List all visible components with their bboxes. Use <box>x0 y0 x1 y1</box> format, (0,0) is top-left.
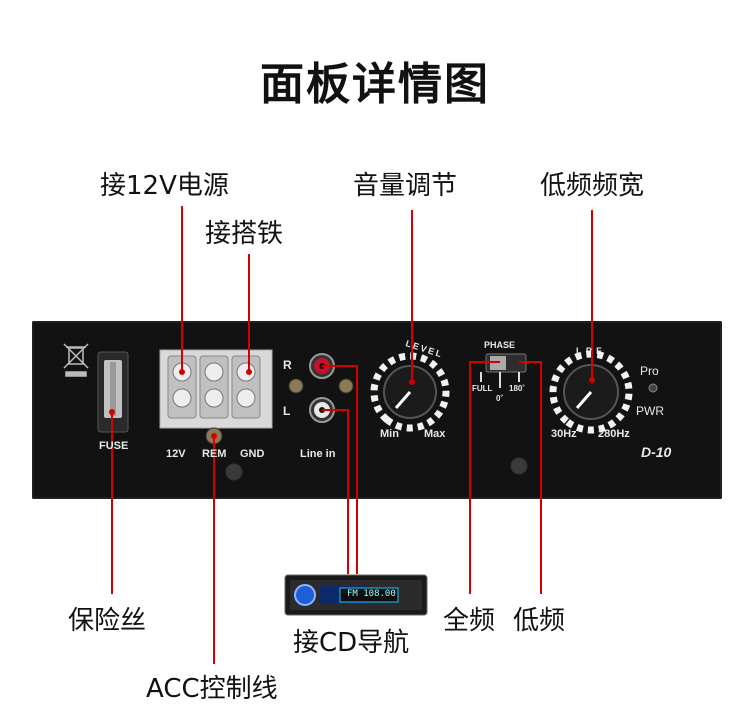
12v-label: 12V <box>166 448 186 460</box>
fuse-holder <box>97 351 129 433</box>
fuse-label: FUSE <box>99 440 129 452</box>
callout-volume: 音量调节 <box>353 171 458 201</box>
callout-cd-nav: 接CD导航 <box>293 628 410 658</box>
page-title: 面板详情图 <box>260 59 490 110</box>
rem-label: REM <box>202 448 227 460</box>
lpf-knob[interactable] <box>537 338 644 445</box>
30hz-label: 30Hz <box>551 428 577 440</box>
level-knob[interactable] <box>359 341 460 442</box>
phase-switch[interactable] <box>480 353 527 388</box>
l-channel-label: L <box>283 404 291 418</box>
callout-low-freq: 低频 <box>513 606 566 636</box>
gnd-label: GND <box>240 448 265 460</box>
lpf-label: L P F <box>576 346 603 356</box>
terminal-block <box>159 349 273 429</box>
min-label: Min <box>380 428 399 440</box>
weee-trash-icon <box>63 343 89 377</box>
callout-acc: ACC控制线 <box>146 674 278 704</box>
full-label: FULL <box>472 384 493 393</box>
phase-180-label: 180˚ <box>509 384 526 393</box>
car-stereo-unit <box>284 574 428 616</box>
callout-ground: 接搭铁 <box>205 219 284 249</box>
pro-label: Pro <box>640 364 659 378</box>
callout-fuse: 保险丝 <box>68 606 147 636</box>
led-indicator-icon <box>648 383 658 393</box>
r-channel-label: R <box>283 358 292 372</box>
callout-power-12v: 接12V电源 <box>100 171 229 201</box>
callout-full-freq: 全频 <box>443 606 496 636</box>
stereo-display-text: FM 108.00 <box>347 589 396 599</box>
280hz-label: 280Hz <box>598 428 630 440</box>
model-label: D-10 <box>641 444 672 460</box>
max-label: Max <box>424 428 446 440</box>
pwr-label: PWR <box>636 404 664 418</box>
phase-0-label: 0˚ <box>496 394 504 403</box>
callout-lines <box>109 206 595 664</box>
phase-label: PHASE <box>484 340 516 350</box>
callout-bass-width: 低频频宽 <box>540 171 645 201</box>
line-in-label: Line in <box>300 448 336 460</box>
